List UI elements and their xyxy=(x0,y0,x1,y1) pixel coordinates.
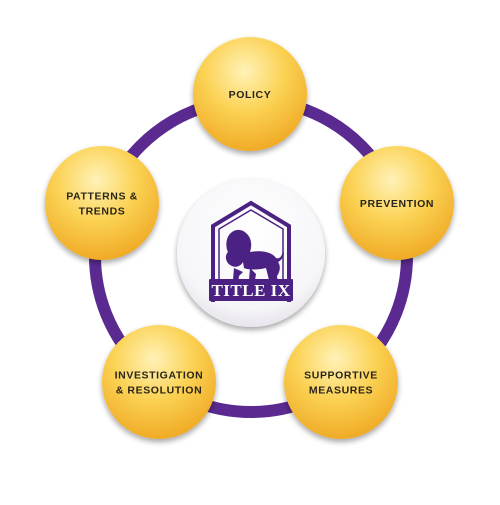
node-label-policy-line-1: POLICY xyxy=(229,89,272,101)
arch-inner-icon xyxy=(218,209,284,298)
node-investigation-resolution: INVESTIGATION & RESOLUTION xyxy=(102,325,216,439)
nodes-layer: POLICY PREVENTION SUPPORTIVE MEASURES INVEST… xyxy=(45,37,454,439)
title-banner xyxy=(209,279,293,301)
node-label-investigation-resolution-line-2: & RESOLUTION xyxy=(116,385,203,397)
node-label-patterns-trends-line-1: PATTERNS & xyxy=(66,191,138,203)
arch-frame-icon xyxy=(211,200,291,302)
center-logo: TITLE IX xyxy=(177,179,325,327)
node-label-supportive-measures-line-2: MEASURES xyxy=(309,385,373,397)
node-policy: POLICY xyxy=(193,37,307,151)
node-label-investigation-resolution-line-1: INVESTIGATION xyxy=(115,370,204,382)
node-prevention: PREVENTION xyxy=(340,146,454,260)
node-circle-policy xyxy=(193,37,307,151)
node-circle-investigation-resolution xyxy=(102,325,216,439)
lion-in-arch-logo: TITLE IX xyxy=(209,200,293,302)
node-supportive-measures: SUPPORTIVE MEASURES xyxy=(284,325,398,439)
node-label-prevention-line-1: PREVENTION xyxy=(360,198,434,210)
node-patterns-trends: PATTERNS & TRENDS xyxy=(45,146,159,260)
center-title: TITLE IX xyxy=(211,281,290,300)
node-circle-prevention xyxy=(340,146,454,260)
node-label-patterns-trends-line-2: TRENDS xyxy=(79,206,126,218)
node-label-supportive-measures-line-1: SUPPORTIVE xyxy=(304,370,378,382)
node-circle-supportive-measures xyxy=(284,325,398,439)
node-circle-patterns-trends xyxy=(45,146,159,260)
lion-icon xyxy=(225,229,284,292)
